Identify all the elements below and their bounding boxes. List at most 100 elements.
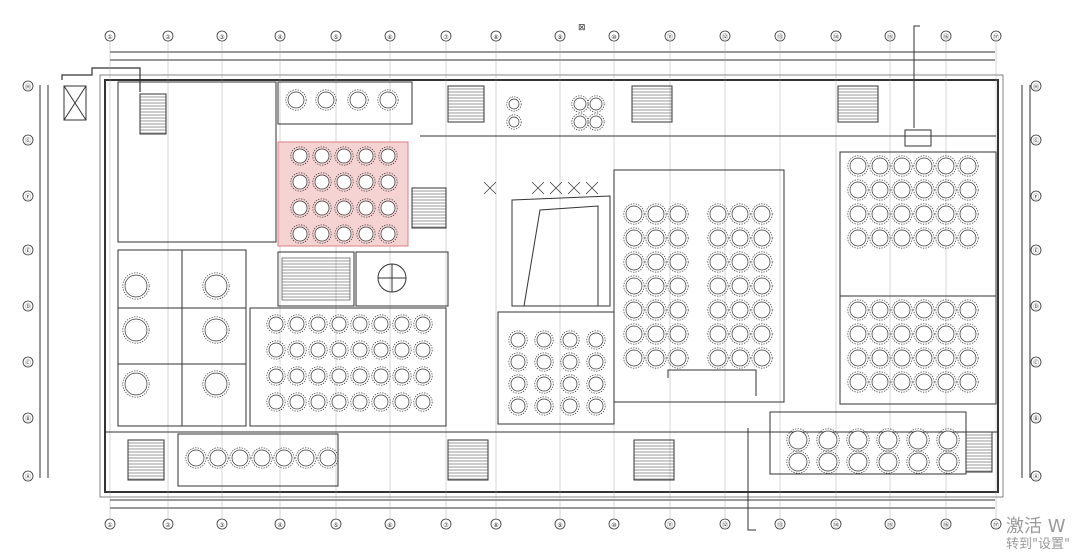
round-table — [586, 396, 606, 416]
round-table — [586, 352, 606, 372]
column-bubble — [774, 518, 786, 530]
column-label: ⑪ — [667, 33, 673, 41]
round-table — [816, 428, 840, 452]
round-table — [957, 155, 979, 177]
row-bubble — [22, 412, 34, 424]
round-table — [290, 172, 310, 192]
row-bubble — [1030, 412, 1042, 424]
column-bubble — [719, 518, 731, 530]
row-bubble — [22, 244, 34, 256]
round-table — [312, 172, 332, 192]
round-table — [869, 299, 891, 321]
round-table — [847, 203, 869, 225]
row-bubble — [22, 134, 34, 146]
round-table — [729, 227, 751, 249]
round-table — [623, 251, 645, 273]
round-table — [308, 314, 328, 334]
round-table — [957, 299, 979, 321]
column-label: ⑫ — [722, 521, 728, 529]
column-bubble — [104, 30, 116, 42]
round-table — [847, 299, 869, 321]
round-table — [587, 95, 605, 113]
row-bubble — [22, 300, 34, 312]
round-table — [623, 227, 645, 249]
round-table — [816, 450, 840, 474]
round-table — [571, 95, 589, 113]
column-bubble — [384, 518, 396, 530]
round-table — [936, 428, 960, 452]
round-table — [508, 374, 528, 394]
round-table — [936, 450, 960, 474]
column-label: ⑤ — [333, 522, 338, 529]
round-table — [251, 447, 273, 469]
round-table — [356, 146, 376, 166]
column-bubble — [774, 30, 786, 42]
column-bubble — [216, 30, 228, 42]
round-table — [377, 89, 399, 111]
round-table — [207, 447, 229, 469]
round-table — [560, 330, 580, 350]
round-table — [729, 323, 751, 345]
round-table — [645, 251, 667, 273]
column-label: ② — [165, 522, 171, 529]
round-table — [356, 198, 376, 218]
round-table — [287, 366, 307, 386]
round-table — [913, 371, 935, 393]
round-table — [506, 114, 522, 130]
column-bubble — [490, 518, 502, 530]
round-table — [957, 347, 979, 369]
round-table — [334, 146, 354, 166]
round-table — [707, 227, 729, 249]
round-table — [729, 347, 751, 369]
round-table — [287, 314, 307, 334]
row-bubble — [1030, 80, 1042, 92]
column-label: ⑫ — [722, 33, 728, 41]
round-table — [667, 347, 689, 369]
column-bubble — [940, 518, 952, 530]
round-table — [508, 352, 528, 372]
round-table — [891, 155, 913, 177]
row-label: Ⓕ — [1033, 193, 1039, 201]
row-bubble — [1030, 244, 1042, 256]
round-table — [506, 96, 522, 112]
round-table — [935, 227, 957, 249]
round-table — [869, 203, 891, 225]
column-label: ④ — [277, 34, 282, 41]
column-bubble — [162, 518, 174, 530]
column-label: ⑥ — [387, 522, 392, 529]
row-bubble — [22, 190, 34, 202]
round-table — [645, 323, 667, 345]
column-bubble — [940, 30, 952, 42]
row-label: Ⓗ — [25, 83, 31, 91]
column-bubble — [440, 518, 452, 530]
column-bubble — [990, 518, 1002, 530]
round-table — [378, 146, 398, 166]
row-label: Ⓐ — [25, 473, 31, 481]
column-bubble — [608, 30, 620, 42]
round-table — [913, 323, 935, 345]
round-table — [329, 340, 349, 360]
round-table — [334, 224, 354, 244]
round-table — [645, 275, 667, 297]
round-table — [729, 251, 751, 273]
column-label: ⑩ — [611, 522, 616, 529]
round-table — [847, 347, 869, 369]
buffet-stations — [483, 181, 599, 195]
round-table — [935, 347, 957, 369]
round-table — [913, 179, 935, 201]
round-table — [285, 89, 307, 111]
round-table — [667, 251, 689, 273]
round-table — [891, 371, 913, 393]
column-bubble — [608, 518, 620, 530]
round-table — [334, 172, 354, 192]
round-table — [229, 447, 251, 469]
row-label: Ⓖ — [25, 137, 31, 145]
row-label: Ⓗ — [1033, 83, 1039, 91]
round-table — [266, 314, 286, 334]
round-table — [876, 428, 900, 452]
round-table — [847, 179, 869, 201]
column-bubble — [440, 30, 452, 42]
round-table — [957, 179, 979, 201]
round-table — [329, 392, 349, 412]
